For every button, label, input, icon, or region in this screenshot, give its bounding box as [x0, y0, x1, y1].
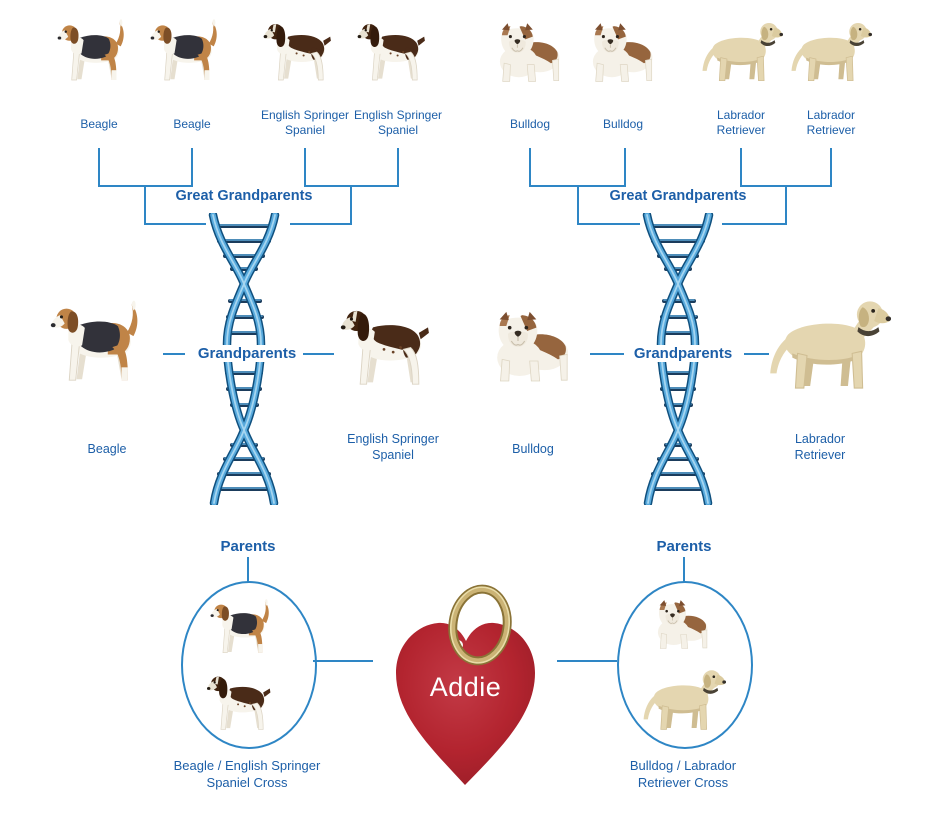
bracket-line	[577, 223, 640, 225]
bracket-line	[290, 223, 352, 225]
connector-line	[247, 557, 249, 582]
bracket-line	[624, 148, 626, 186]
bracket-line	[397, 148, 399, 186]
parents-group-right	[617, 581, 753, 749]
bracket-line	[144, 185, 146, 225]
bulldog-image	[483, 296, 583, 396]
parents-heading-left: Parents	[215, 538, 281, 555]
bracket-line	[98, 148, 100, 186]
bracket-line	[785, 185, 787, 225]
connector-line	[590, 353, 624, 355]
dog-label: Labrador Retriever	[716, 108, 766, 138]
bracket-line	[830, 148, 832, 186]
labrador-image	[699, 12, 783, 92]
labrador-image	[765, 292, 891, 398]
tag-name: Addie	[429, 672, 502, 702]
connector-line	[683, 557, 685, 582]
springer-spaniel-image	[206, 670, 286, 736]
dog-label: Labrador Retriever	[794, 432, 846, 462]
dog-label: Beagle	[173, 117, 211, 131]
springer-spaniel-image	[340, 300, 450, 395]
heart-shape	[396, 622, 535, 785]
bracket-line	[740, 148, 742, 186]
springer-spaniel-image	[357, 12, 441, 92]
dog-label: Beagle	[80, 117, 118, 131]
labrador-image	[788, 12, 872, 92]
bracket-line	[144, 223, 206, 225]
connector-line	[163, 353, 185, 355]
beagle-image	[50, 296, 160, 391]
dog-label: Labrador Retriever	[806, 108, 856, 138]
springer-spaniel-image	[263, 12, 347, 92]
great-grandparents-heading-left: Great Grandparents	[175, 188, 313, 204]
dog-label: English Springer Spaniel	[260, 108, 350, 138]
dog-label: Bulldog	[512, 442, 554, 456]
bracket-line	[304, 148, 306, 186]
connector-line	[303, 353, 334, 355]
bracket-line	[577, 185, 579, 225]
bulldog-image	[581, 12, 665, 92]
connector-line	[744, 353, 769, 355]
bulldog-image	[648, 594, 718, 654]
great-grandparents-heading-right: Great Grandparents	[609, 188, 747, 204]
dog-label: English Springer Spaniel	[353, 108, 443, 138]
beagle-image	[57, 12, 141, 92]
connector-line	[313, 660, 373, 662]
beagle-image	[150, 12, 234, 92]
connector-line	[557, 660, 617, 662]
parents-heading-right: Parents	[651, 538, 717, 555]
bulldog-image	[488, 12, 572, 92]
bracket-line	[529, 148, 531, 186]
heart-tag-graphic	[396, 584, 535, 785]
bracket-line	[350, 185, 352, 225]
dog-label: Bulldog	[602, 117, 644, 131]
grandparents-heading-left: Grandparents	[192, 345, 302, 362]
beagle-image	[210, 597, 284, 659]
grandparents-heading-right: Grandparents	[628, 345, 738, 362]
dog-label: English Springer Spaniel	[347, 432, 439, 462]
parents-group-left	[181, 581, 317, 749]
labrador-image	[640, 664, 726, 736]
parents-cross-label-left: Beagle / English Springer Spaniel Cross	[173, 758, 321, 790]
parents-cross-label-right: Bulldog / Labrador Retriever Cross	[629, 758, 737, 790]
dog-label: Beagle	[87, 442, 127, 456]
heart-dog-tag	[388, 575, 543, 790]
dog-label: Bulldog	[509, 117, 551, 131]
bracket-line	[191, 148, 193, 186]
bracket-line	[722, 223, 785, 225]
key-ring-icon	[448, 584, 512, 666]
